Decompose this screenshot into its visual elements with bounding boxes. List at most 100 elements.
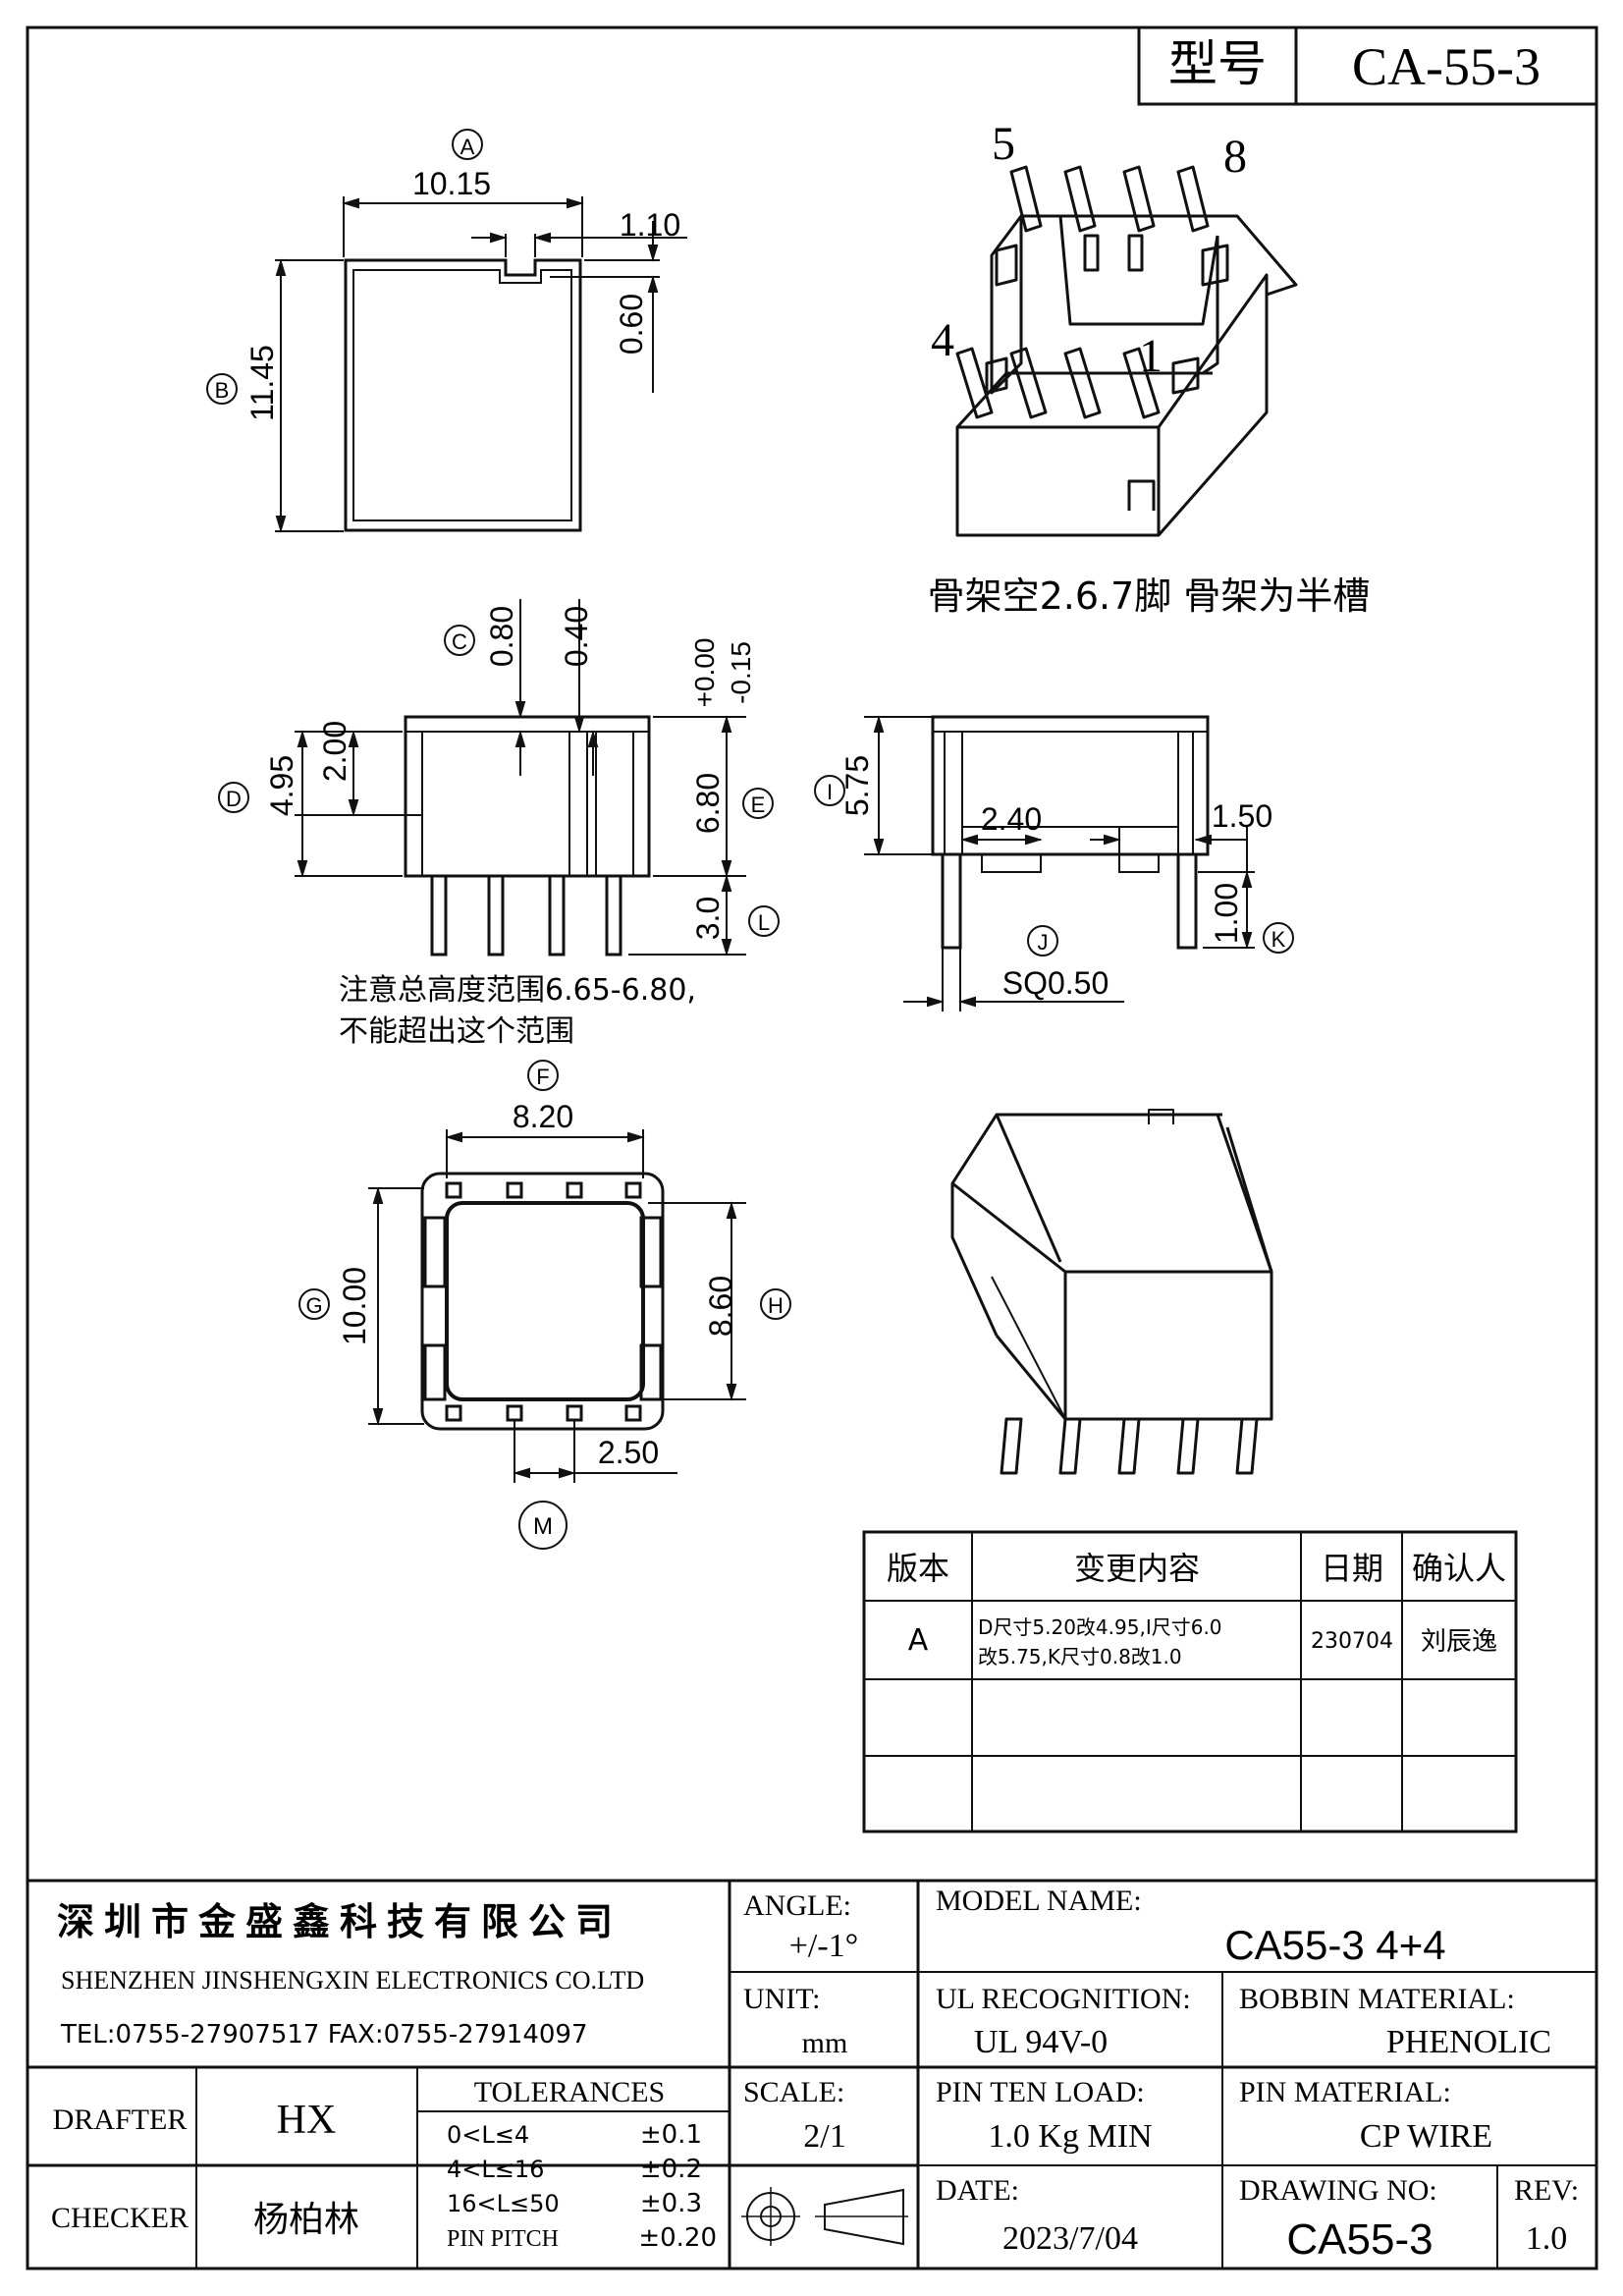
- rev-row-change-line2: 改5.75,K尺寸0.8改1.0: [978, 1645, 1182, 1668]
- top-view: [275, 196, 687, 533]
- model-value: CA-55-3: [1352, 37, 1541, 96]
- tol-value-3: ±0.3: [640, 2189, 702, 2218]
- dim-k: 1.00: [1209, 883, 1244, 944]
- front-view-labels: C 0.80 0.40 +0.00 -0.15 2.00 D 4.95 6.80…: [218, 606, 780, 940]
- tol-range-4: PIN PITCH: [447, 2226, 559, 2252]
- bottom-view-labels: F 8.20 G 10.00 8.60 H 2.50 M: [298, 1060, 791, 1550]
- dim-i: 5.75: [839, 755, 875, 816]
- circle-a-label: A: [460, 135, 475, 159]
- pin-4-label: 4: [931, 314, 954, 366]
- company-cn: 深圳市金盛鑫科技有限公司: [57, 1900, 622, 1943]
- dim-slot-width: 1.10: [620, 207, 680, 243]
- circle-j-label: J: [1038, 930, 1049, 955]
- tol-value-1: ±0.1: [640, 2120, 702, 2150]
- circle-m-label: M: [533, 1513, 553, 1540]
- tol-value-2: ±0.2: [640, 2155, 702, 2184]
- front-view: [295, 599, 746, 957]
- pin-1-label: 1: [1139, 330, 1163, 382]
- dim-d2: 2.00: [317, 721, 352, 782]
- tol-range-1: 0<L≤4: [447, 2121, 529, 2149]
- sheet-border: [26, 26, 1598, 2270]
- tol-plus: +0.00: [689, 638, 720, 708]
- side-view: [864, 715, 1255, 1011]
- model-name-value: CA55-3 4+4: [1224, 1922, 1445, 1968]
- dim-c: 0.80: [484, 606, 519, 667]
- scale-label: SCALE:: [743, 2076, 844, 2108]
- checker-label: CHECKER: [51, 2202, 189, 2234]
- dim-e: 6.80: [690, 773, 726, 834]
- front-note-line2: 不能超出这个范围: [339, 1014, 574, 1049]
- iso-pin-labels: 5 8 4 1: [931, 118, 1247, 382]
- company-en: SHENZHEN JINSHENGXIN ELECTRONICS CO.LTD: [61, 1966, 644, 1995]
- rev-header-change: 变更内容: [1074, 1550, 1200, 1587]
- iso-bobbin-view: [955, 165, 1298, 537]
- side-view-labels: I 5.75 2.40 1.50 1.00 K J SQ0.50: [814, 755, 1294, 1001]
- iso-note: 骨架空2.6.7脚 骨架为半槽: [928, 574, 1371, 618]
- rev-row-date: 230704: [1311, 1629, 1393, 1654]
- title-block-text: 深圳市金盛鑫科技有限公司 SHENZHEN JINSHENGXIN ELECTR…: [51, 1885, 1579, 2264]
- pin-5-label: 5: [992, 118, 1015, 170]
- tol-range-2: 4<L≤16: [447, 2156, 544, 2183]
- dim-f: 8.20: [513, 1099, 573, 1134]
- tol-minus: -0.15: [726, 641, 756, 704]
- pin-load-label: PIN TEN LOAD:: [936, 2076, 1145, 2108]
- pin-material-label: PIN MATERIAL:: [1239, 2076, 1451, 2108]
- circle-k-label: K: [1271, 927, 1286, 952]
- unit-label: UNIT:: [743, 1983, 821, 2015]
- bobbin-value: PHENOLIC: [1386, 2024, 1551, 2060]
- dim-side-w1: 2.40: [981, 801, 1042, 837]
- dim-m: 2.50: [598, 1435, 659, 1470]
- tol-value-4: ±0.20: [638, 2223, 717, 2253]
- circle-b-label: B: [215, 378, 230, 403]
- rev-label: REV:: [1514, 2174, 1579, 2207]
- dim-c2: 0.40: [559, 606, 594, 667]
- pin-material-value: CP WIRE: [1360, 2118, 1492, 2155]
- circle-d-label: D: [226, 787, 242, 811]
- angle-value: +/-1°: [789, 1928, 859, 1964]
- bobbin-label: BOBBIN MATERIAL:: [1239, 1983, 1515, 2015]
- circle-c-label: C: [452, 629, 467, 654]
- circle-g-label: G: [305, 1293, 322, 1318]
- revision-table-text: 版本 变更内容 日期 确认人 A D尺寸5.20改4.95,I尺寸6.0 改5.…: [887, 1550, 1506, 1668]
- circle-e-label: E: [751, 793, 766, 817]
- rev-row-change-line1: D尺寸5.20改4.95,I尺寸6.0: [978, 1615, 1222, 1639]
- ul-label: UL RECOGNITION:: [936, 1983, 1191, 2015]
- tol-range-3: 16<L≤50: [447, 2190, 560, 2217]
- company-contact: TEL:0755-27907517 FAX:0755-27914097: [60, 2020, 588, 2050]
- title-block: [27, 1879, 1596, 2269]
- dim-g: 10.00: [337, 1267, 372, 1345]
- revision-table: [862, 1530, 1518, 1833]
- dim-h: 8.60: [703, 1276, 738, 1337]
- circle-i-label: I: [827, 780, 833, 804]
- front-note-line1: 注意总高度范围6.65-6.80,: [339, 973, 696, 1008]
- model-name-label: MODEL NAME:: [936, 1885, 1142, 1917]
- rev-header-by: 确认人: [1412, 1550, 1506, 1587]
- dim-side-w2: 1.50: [1212, 798, 1272, 834]
- circle-h-label: H: [768, 1293, 784, 1318]
- drawing-no-label: DRAWING NO:: [1239, 2174, 1437, 2207]
- drawing-no-value: CA55-3: [1286, 2215, 1433, 2264]
- drafter-value: HX: [277, 2098, 337, 2143]
- rev-header-version: 版本: [887, 1550, 949, 1587]
- rev-value: 1.0: [1526, 2220, 1568, 2257]
- circle-l-label: L: [758, 910, 770, 935]
- tolerances-label: TOLERANCES: [474, 2076, 665, 2108]
- date-value: 2023/7/04: [1002, 2220, 1138, 2257]
- rev-header-date: 日期: [1321, 1550, 1383, 1587]
- dim-l: 3.0: [690, 897, 726, 940]
- rev-row-by: 刘辰逸: [1421, 1627, 1497, 1657]
- model-header: 型号 CA-55-3: [1137, 26, 1598, 106]
- dim-d: 4.95: [264, 755, 299, 816]
- pin-8-label: 8: [1223, 131, 1247, 183]
- rev-row-version: A: [908, 1623, 929, 1658]
- dim-sq: SQ0.50: [1002, 965, 1109, 1001]
- date-label: DATE:: [936, 2174, 1019, 2207]
- circle-f-label: F: [536, 1065, 549, 1089]
- ul-value: UL 94V-0: [974, 2024, 1108, 2060]
- model-label: 型号: [1168, 35, 1267, 92]
- dim-a-width: 10.15: [412, 166, 491, 201]
- bottom-view: [368, 1129, 746, 1483]
- iso-core-view: [950, 1109, 1273, 1475]
- checker-value: 杨柏林: [253, 2200, 359, 2240]
